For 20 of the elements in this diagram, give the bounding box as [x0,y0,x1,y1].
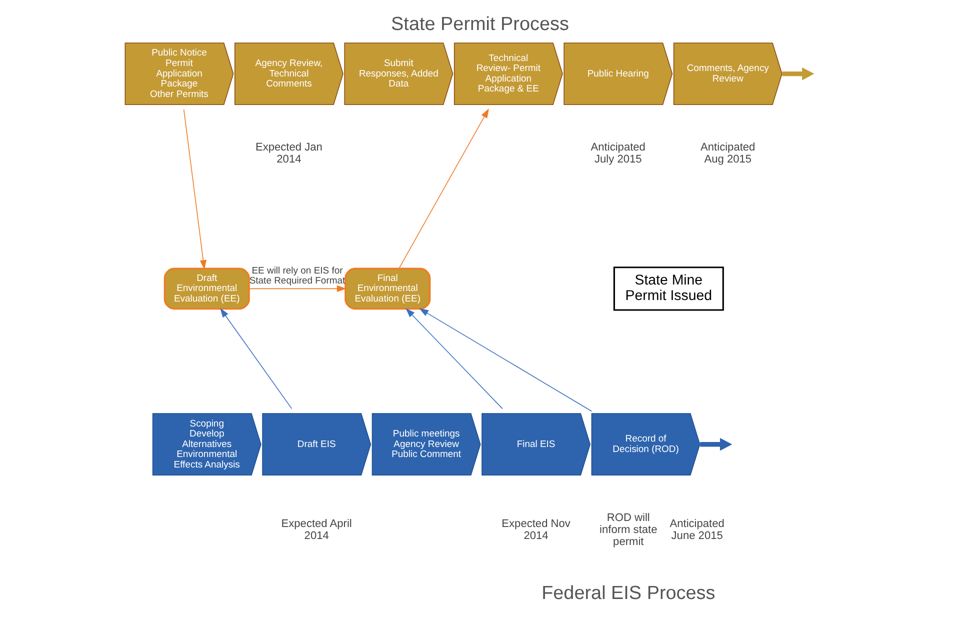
arrow [398,108,489,269]
arrow [700,438,732,451]
caption: Federal EIS Process [542,583,716,604]
arrow [220,308,292,410]
label: Anticipated Aug 2015 [700,142,756,166]
label: Anticipated July 2015 [590,142,646,166]
label: Anticipated June 2015 [670,518,724,542]
label: Expected April 2014 [281,518,352,542]
node-box: State Mine Permit Issued [613,266,724,311]
node-box: Final Environmental Evaluation (EE) [344,268,431,310]
diagram-title: State Permit Process [391,14,569,35]
arrow [782,67,814,80]
arrow [406,308,503,410]
arrow [183,109,206,270]
arrow [248,285,346,292]
label: ROD will inform state permit [600,512,658,548]
label: Expected Jan 2014 [255,142,322,166]
node-box: Draft Environmental Evaluation (EE) [164,268,250,310]
arrow [419,308,592,412]
label: Expected Nov 2014 [502,518,570,542]
